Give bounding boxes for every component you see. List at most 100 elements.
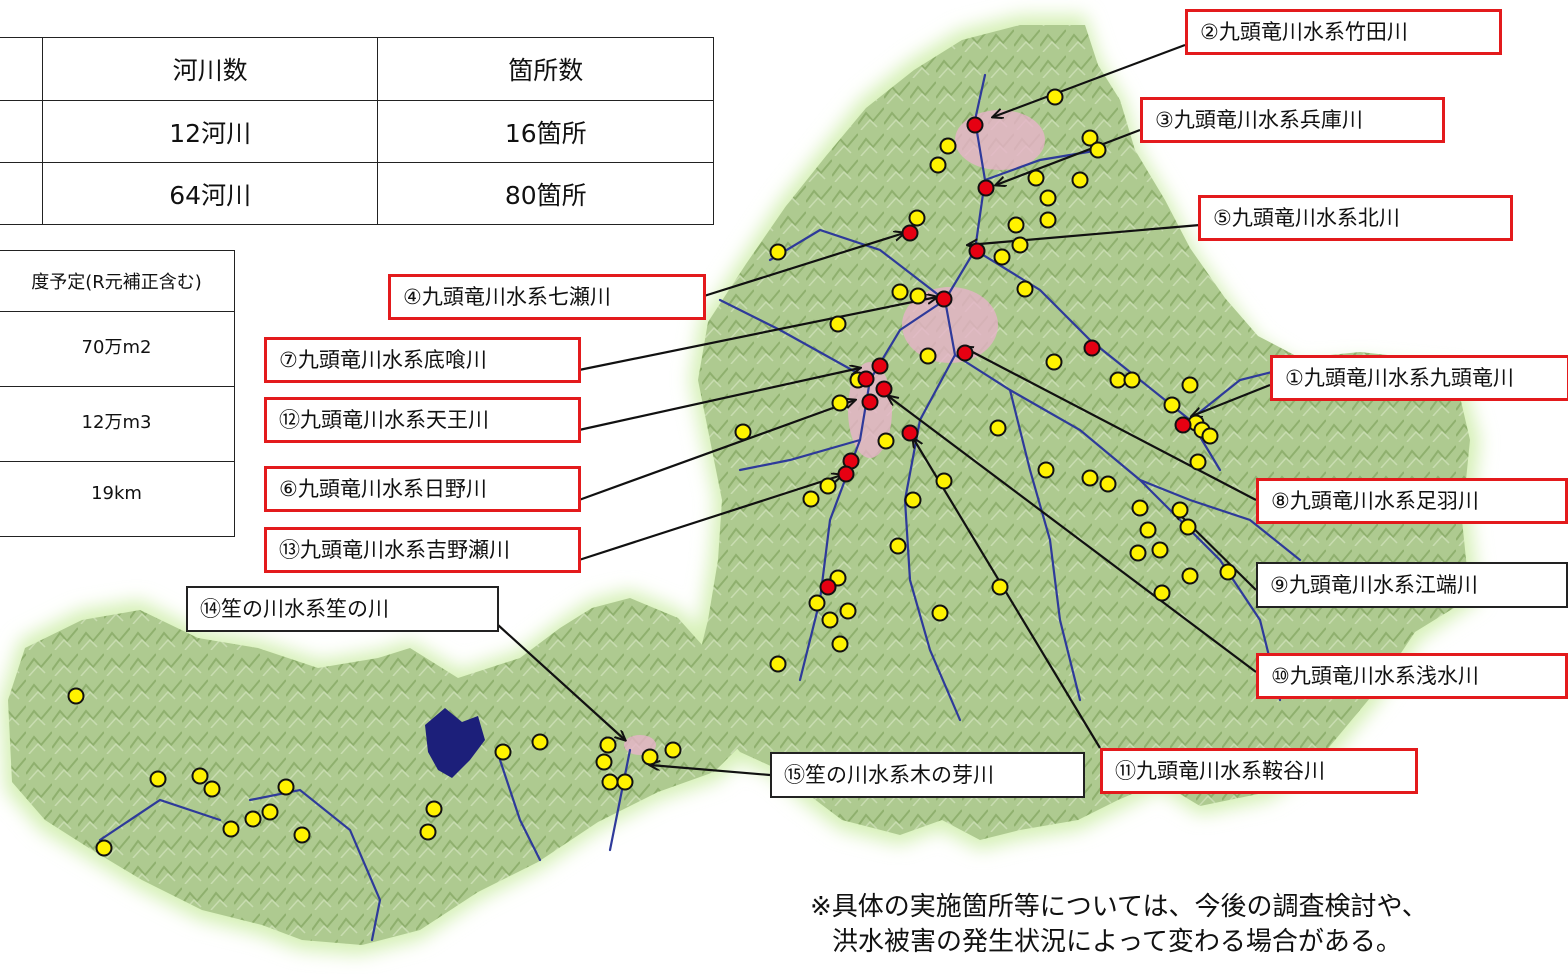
yellow-site-marker [839,602,857,620]
yellow-site-marker [1171,501,1189,519]
yellow-site-marker [1151,541,1169,559]
table-cell: 70万m2 [0,311,235,387]
yellow-site-marker [831,394,849,412]
yellow-site-marker [95,839,113,857]
yellow-site-marker [1163,396,1181,414]
river-label-3: ③九頭竜川水系兵庫川 [1140,97,1445,143]
red-site-marker [861,393,879,411]
table-row: 12河川 16箇所 [0,100,714,163]
red-site-marker [901,224,919,242]
yellow-site-marker [889,537,907,555]
red-marker-group [819,116,1192,596]
yellow-site-marker [1027,169,1045,187]
yellow-site-marker [989,419,1007,437]
table-row: 12万m3 [0,386,235,462]
river-label-9: ⑨九頭竜川水系江端川 [1256,562,1568,608]
table-cell: 80箇所 [377,162,714,225]
yellow-site-marker [769,655,787,673]
yellow-site-marker [821,611,839,629]
yellow-site-marker [919,347,937,365]
yellow-site-marker [829,315,847,333]
yellow-site-marker [1179,518,1197,536]
yellow-site-marker [935,472,953,490]
river-label-6: ⑥九頭竜川水系日野川 [264,466,581,512]
yellow-site-marker [1071,171,1089,189]
yellow-site-marker [1046,88,1064,106]
yellow-site-marker [425,800,443,818]
yellow-site-marker [904,491,922,509]
yellow-site-marker [595,753,613,771]
river-label-5: ⑤九頭竜川水系北川 [1198,195,1513,241]
yellow-site-marker [601,773,619,791]
table-cell: 12万m3 [0,386,235,462]
count-table-header-cell: 箇所数 [377,37,714,101]
yellow-site-marker [877,432,895,450]
river-label-13: ⑬九頭竜川水系吉野瀬川 [264,527,581,573]
yellow-site-marker [991,578,1009,596]
yellow-site-marker [599,736,617,754]
yellow-site-marker [1189,453,1207,471]
red-site-marker [977,179,995,197]
table-cell: 64河川 [41,162,379,225]
yellow-site-marker [1039,189,1057,207]
yellow-site-marker [1201,427,1219,445]
red-site-marker [819,578,837,596]
yellow-site-marker [931,604,949,622]
red-site-marker [968,242,986,260]
yellow-site-marker [1089,141,1107,159]
count-table-header-cell: 河川数 [41,37,379,101]
red-site-marker [1083,339,1101,357]
river-label-10: ⑩九頭竜川水系浅水川 [1256,653,1568,699]
yellow-site-marker [531,733,549,751]
footnote-line: ※具体の実施箇所等については、今後の調査検討や、 [810,892,1428,922]
yellow-site-marker [769,243,787,261]
yellow-site-marker [939,137,957,155]
yellow-site-marker [1123,371,1141,389]
count-table: 河川数 箇所数 12河川 16箇所 64河川 80箇所 [0,37,714,225]
yellow-site-marker [819,477,837,495]
yellow-site-marker [1081,129,1099,147]
yellow-site-marker [1219,563,1237,581]
yellow-site-marker [616,773,634,791]
yellow-site-marker [808,594,826,612]
count-table-header: 河川数 箇所数 [0,37,714,101]
yellow-site-marker [1181,567,1199,585]
yellow-site-marker [929,156,947,174]
yellow-site-marker [909,287,927,305]
river-label-15: ⑮笙の川水系木の芽川 [770,752,1085,798]
lake [425,708,485,778]
yellow-site-marker [1139,521,1157,539]
yellow-site-marker [261,803,279,821]
footnote: ※具体の実施箇所等については、今後の調査検討や、 洪水被害の発生状況によって変わ… [810,890,1428,960]
yellow-site-marker [641,748,659,766]
yellow-site-marker [222,820,240,838]
red-site-marker [966,116,984,134]
yellow-site-marker [67,687,85,705]
yellow-site-marker [1007,216,1025,234]
table-cell [0,100,43,163]
yellow-site-marker [1181,376,1199,394]
river-label-14: ⑭笙の川水系笙の川 [186,586,499,632]
red-site-marker [871,357,889,375]
table-row: 70万m2 [0,311,235,387]
river-label-1: ①九頭竜川水系九頭竜川 [1270,355,1568,401]
plan-table-header: 度予定(R元補正含む) [0,250,235,312]
table-cell [0,162,43,225]
yellow-site-marker [1131,499,1149,517]
yellow-site-marker [1045,353,1063,371]
yellow-site-marker [244,810,262,828]
yellow-site-marker [908,209,926,227]
yellow-site-marker [293,826,311,844]
river-label-7: ⑦九頭竜川水系底喰川 [264,337,581,383]
yellow-site-marker [664,741,682,759]
yellow-site-marker [891,283,909,301]
yellow-site-marker [802,490,820,508]
leader-lines [497,43,1271,777]
yellow-site-marker [149,770,167,788]
yellow-site-marker [203,780,221,798]
yellow-site-marker [1039,211,1057,229]
red-site-marker [1174,416,1192,434]
yellow-site-marker [734,423,752,441]
footnote-line: 洪水被害の発生状況によって変わる場合がある。 [832,927,1402,957]
